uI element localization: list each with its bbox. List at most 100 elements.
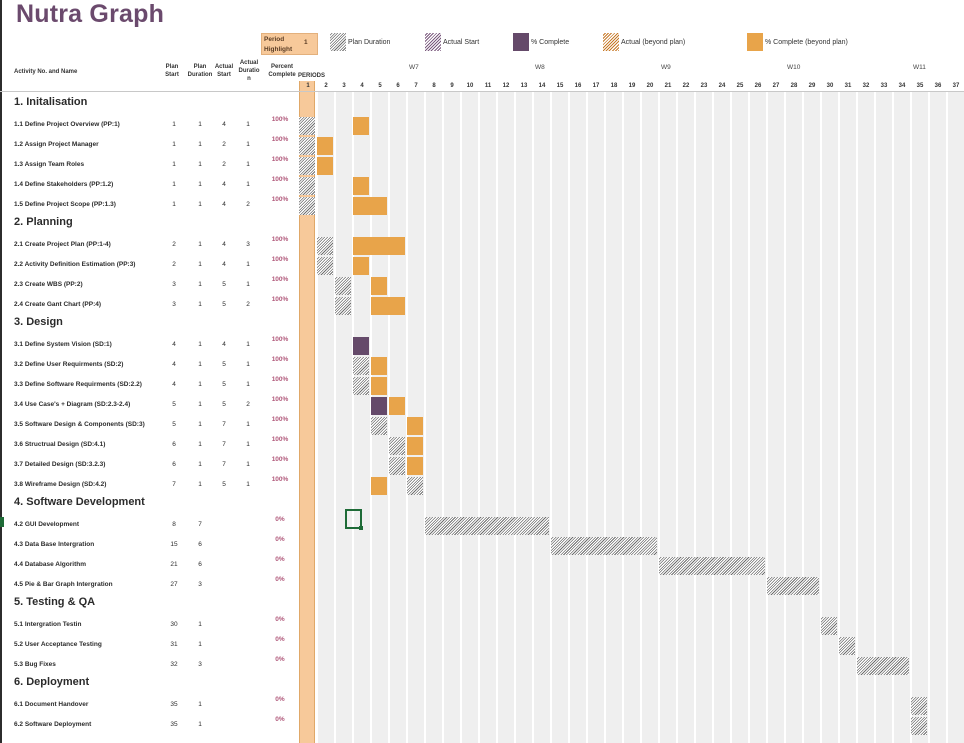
percent-complete[interactable]: 100% — [271, 116, 289, 123]
activity-name[interactable]: 6.2 Software Deployment — [14, 721, 92, 728]
cell-ps[interactable]: 1 — [172, 161, 176, 168]
cell-ad[interactable]: 1 — [246, 461, 250, 468]
cell-pd[interactable]: 1 — [198, 181, 202, 188]
cell-pd[interactable]: 1 — [198, 201, 202, 208]
cell-ps[interactable]: 1 — [172, 181, 176, 188]
selected-cell[interactable] — [345, 509, 363, 530]
cell-pd[interactable]: 1 — [198, 481, 202, 488]
cell-pd[interactable]: 7 — [198, 521, 202, 528]
percent-complete[interactable]: 100% — [271, 436, 289, 443]
percent-complete[interactable]: 100% — [271, 376, 289, 383]
cell-as[interactable]: 2 — [222, 141, 226, 148]
cell-pd[interactable]: 1 — [198, 341, 202, 348]
cell-pd[interactable]: 1 — [198, 301, 202, 308]
activity-name[interactable]: 4.3 Data Base Intergration — [14, 541, 95, 548]
percent-complete[interactable]: 100% — [271, 356, 289, 363]
cell-ad[interactable]: 1 — [246, 361, 250, 368]
percent-complete[interactable]: 100% — [271, 136, 289, 143]
cell-ps[interactable]: 15 — [170, 541, 178, 548]
cell-pd[interactable]: 1 — [198, 121, 202, 128]
cell-as[interactable]: 4 — [222, 261, 226, 268]
cell-ad[interactable]: 1 — [246, 481, 250, 488]
cell-ad[interactable]: 2 — [246, 401, 250, 408]
percent-complete[interactable]: 0% — [275, 536, 285, 543]
percent-complete[interactable]: 100% — [271, 236, 289, 243]
activity-name[interactable]: 5.1 Intergration Testin — [14, 621, 82, 628]
cell-pd[interactable]: 6 — [198, 561, 202, 568]
activity-name[interactable]: 3.7 Detailed Design (SD:3.2.3) — [14, 461, 106, 468]
percent-complete[interactable]: 0% — [275, 636, 285, 643]
cell-pd[interactable]: 3 — [198, 581, 202, 588]
percent-complete[interactable]: 0% — [275, 576, 285, 583]
cell-as[interactable]: 7 — [222, 421, 226, 428]
cell-pd[interactable]: 1 — [198, 721, 202, 728]
cell-ps[interactable]: 30 — [170, 621, 178, 628]
cell-ps[interactable]: 6 — [172, 441, 176, 448]
percent-complete[interactable]: 100% — [271, 396, 289, 403]
percent-complete[interactable]: 0% — [275, 556, 285, 563]
cell-ps[interactable]: 27 — [170, 581, 178, 588]
activity-name[interactable]: 5.3 Bug Fixes — [14, 661, 56, 668]
cell-as[interactable]: 5 — [222, 481, 226, 488]
cell-pd[interactable]: 3 — [198, 661, 202, 668]
activity-name[interactable]: 2.2 Activity Definition Estimation (PP:3… — [14, 261, 136, 268]
cell-ad[interactable]: 2 — [246, 301, 250, 308]
cell-as[interactable]: 5 — [222, 401, 226, 408]
cell-ps[interactable]: 2 — [172, 261, 176, 268]
activity-name[interactable]: 3.3 Define Software Requirments (SD:2.2) — [14, 381, 142, 388]
activity-name[interactable]: 1.5 Define Project Scope (PP:1.3) — [14, 201, 116, 208]
percent-complete[interactable]: 0% — [275, 656, 285, 663]
percent-complete[interactable]: 100% — [271, 176, 289, 183]
cell-ad[interactable]: 1 — [246, 181, 250, 188]
cell-pd[interactable]: 1 — [198, 381, 202, 388]
cell-ad[interactable]: 1 — [246, 381, 250, 388]
cell-ad[interactable]: 1 — [246, 341, 250, 348]
percent-complete[interactable]: 100% — [271, 276, 289, 283]
activity-name[interactable]: 2.4 Create Gant Chart (PP:4) — [14, 301, 102, 308]
cell-as[interactable]: 2 — [222, 161, 226, 168]
activity-name[interactable]: 3.8 Wireframe Design (SD:4.2) — [14, 481, 107, 488]
cell-ps[interactable]: 32 — [170, 661, 178, 668]
cell-ad[interactable]: 2 — [246, 201, 250, 208]
cell-pd[interactable]: 1 — [198, 421, 202, 428]
cell-ps[interactable]: 3 — [172, 281, 176, 288]
cell-as[interactable]: 5 — [222, 361, 226, 368]
cell-ps[interactable]: 35 — [170, 721, 178, 728]
cell-ps[interactable]: 4 — [172, 381, 176, 388]
cell-pd[interactable]: 1 — [198, 161, 202, 168]
percent-complete[interactable]: 100% — [271, 256, 289, 263]
percent-complete[interactable]: 100% — [271, 476, 289, 483]
percent-complete[interactable]: 100% — [271, 456, 289, 463]
period-highlight-value[interactable]: 1 — [304, 39, 308, 46]
cell-ps[interactable]: 6 — [172, 461, 176, 468]
cell-ps[interactable]: 5 — [172, 421, 176, 428]
activity-name[interactable]: 3.2 Define User Requirments (SD:2) — [14, 361, 124, 368]
activity-name[interactable]: 5.2 User Acceptance Testing — [14, 641, 102, 648]
cell-pd[interactable]: 1 — [198, 241, 202, 248]
cell-pd[interactable]: 1 — [198, 281, 202, 288]
cell-pd[interactable]: 1 — [198, 641, 202, 648]
cell-ps[interactable]: 4 — [172, 341, 176, 348]
cell-as[interactable]: 4 — [222, 241, 226, 248]
cell-ad[interactable]: 1 — [246, 281, 250, 288]
cell-ad[interactable]: 1 — [246, 421, 250, 428]
cell-as[interactable]: 5 — [222, 281, 226, 288]
cell-ad[interactable]: 1 — [246, 161, 250, 168]
activity-name[interactable]: 2.1 Create Project Plan (PP:1-4) — [14, 241, 111, 248]
fill-handle[interactable] — [359, 526, 363, 530]
percent-complete[interactable]: 100% — [271, 156, 289, 163]
activity-name[interactable]: 1.3 Assign Team Roles — [14, 161, 85, 168]
cell-pd[interactable]: 1 — [198, 141, 202, 148]
cell-pd[interactable]: 1 — [198, 701, 202, 708]
activity-name[interactable]: 3.4 Use Case's + Diagram (SD:2.3-2.4) — [14, 401, 131, 408]
activity-name[interactable]: 3.5 Software Design & Components (SD:3) — [14, 421, 145, 428]
activity-name[interactable]: 3.1 Define System Vision (SD:1) — [14, 341, 112, 348]
cell-ad[interactable]: 3 — [246, 241, 250, 248]
cell-as[interactable]: 4 — [222, 181, 226, 188]
cell-pd[interactable]: 1 — [198, 461, 202, 468]
cell-ad[interactable]: 1 — [246, 121, 250, 128]
cell-pd[interactable]: 6 — [198, 541, 202, 548]
percent-complete[interactable]: 100% — [271, 416, 289, 423]
cell-ps[interactable]: 35 — [170, 701, 178, 708]
cell-as[interactable]: 7 — [222, 441, 226, 448]
